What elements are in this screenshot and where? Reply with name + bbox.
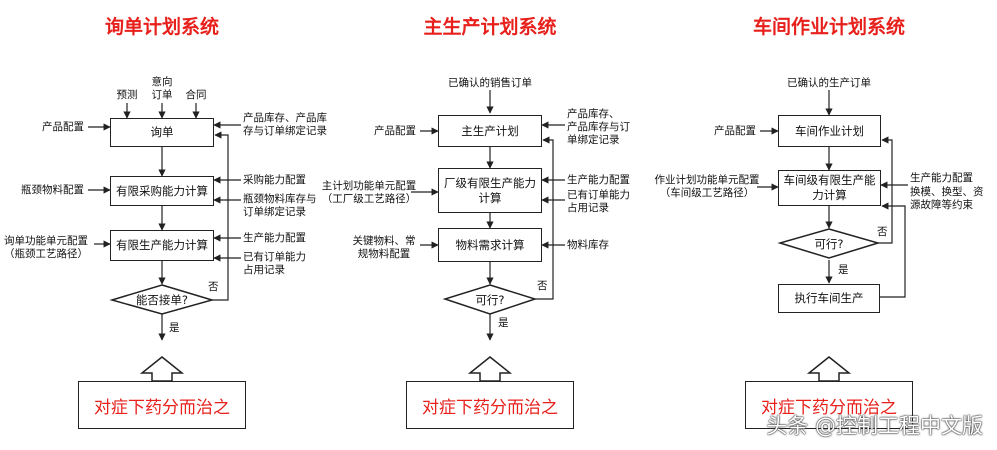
col2-left-input-2: 主计划功能单元配置 （工厂级工艺路径）: [321, 180, 417, 205]
col3-right-input-1: 生产能力配置: [910, 172, 973, 184]
col1-no-label: 否: [208, 281, 219, 293]
col1-left-input-2: 瓶颈物料配置: [21, 184, 84, 196]
col1-right-input-2b: 瓶颈物料库存与 订单绑定记录: [243, 193, 317, 218]
col1-right-input-1: 产品库存、产品库 存与订单绑定记录: [243, 112, 327, 137]
col1-right-input-2a: 采购能力配置: [243, 174, 306, 186]
col3-input-confirmed-production-order: 已确认的生产订单: [787, 77, 871, 89]
col2-right-input-2b: 已有订单能力 占用记录: [567, 189, 630, 214]
col2-title: 主生产计划系统: [423, 16, 557, 38]
col3-no-label: 否: [877, 226, 888, 238]
col2-right-input-1: 产品库存、 产品库存与订 单绑定记录: [567, 108, 630, 146]
col2-input-confirmed-sales-order: 已确认的销售订单: [448, 77, 532, 89]
decision-diamond-1: [109, 284, 215, 315]
col2-box-factory-capacity: 厂级有限生产能力 计算: [438, 168, 542, 213]
col1-callout: 对症下药分而治之: [78, 381, 246, 429]
col2-right-input-3: 物料库存: [567, 239, 609, 251]
col1-input-intent-order: 意向 订单: [151, 76, 173, 101]
col3-left-input-2: 作业计划功能单元配置 （车间级工艺路径）: [654, 174, 760, 199]
col2-no-label: 否: [537, 280, 548, 292]
col1-box-inquiry: 询单: [110, 118, 214, 147]
col1-left-input-1: 产品配置: [42, 121, 84, 133]
col2-box-material-requirement: 物料需求计算: [438, 228, 542, 262]
col3-box-execute-production: 执行车间生产: [778, 284, 880, 313]
col2-left-input-3: 关键物料、常 规物料配置: [352, 235, 416, 260]
col3-title: 车间作业计划系统: [752, 16, 905, 38]
col1-input-forecast: 预测: [116, 89, 138, 101]
col3-callout: 对症下药分而治之: [745, 381, 913, 429]
col3-yes-label: 是: [838, 264, 849, 276]
col3-box-workshop-plan: 车间作业计划: [778, 115, 881, 147]
col3-decision-label: 可行?: [814, 236, 844, 251]
col1-input-contract: 合同: [185, 89, 207, 101]
up-arrow-3: [806, 356, 852, 382]
up-arrow-1: [139, 356, 185, 382]
col3-box-workshop-capacity: 车间级有限生产能 力计算: [778, 170, 881, 206]
col2-yes-label: 是: [498, 317, 509, 329]
col2-decision-label: 可行?: [475, 292, 505, 307]
col1-title: 询单计划系统: [104, 16, 219, 38]
col2-left-input-1: 产品配置: [374, 125, 416, 137]
col1-box-purchase-capacity: 有限采购能力计算: [110, 176, 214, 206]
up-arrow-2: [467, 356, 513, 382]
col3-right-input-2: 换模、换型、资 源故障等约束: [910, 186, 984, 211]
col1-left-input-3: 询单功能单元配置 （瓶颈工艺路径）: [4, 235, 88, 260]
col1-right-input-3b: 已有订单能力 占用记录: [243, 251, 306, 276]
col2-box-master-plan: 主生产计划: [438, 115, 542, 147]
col2-right-input-2a: 生产能力配置: [567, 174, 630, 186]
decision-diamond-2: [442, 284, 538, 315]
col1-yes-label: 是: [169, 322, 180, 334]
col1-decision-label: 能否接单?: [135, 292, 189, 307]
col1-box-production-capacity: 有限生产能力计算: [110, 230, 214, 261]
col3-left-input-1: 产品配置: [714, 125, 756, 137]
watermark: 头条 @控制工程中文版: [766, 414, 983, 438]
col1-right-input-3a: 生产能力配置: [243, 232, 306, 244]
decision-diamond-3: [777, 228, 881, 259]
col2-callout: 对症下药分而治之: [406, 381, 574, 429]
